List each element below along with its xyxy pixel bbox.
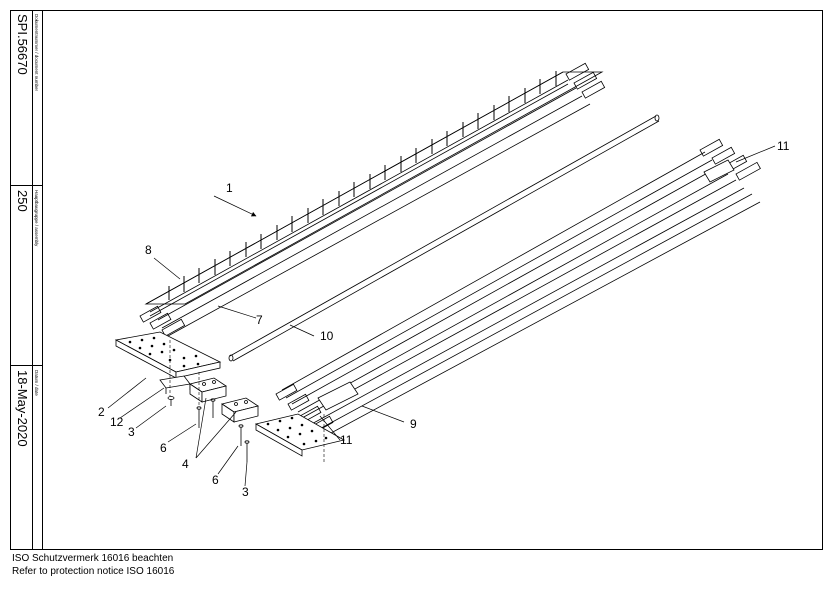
- callout-12: 12: [110, 415, 124, 429]
- title-block: SPI.56670 Dokumentnummer / document numb…: [10, 10, 43, 550]
- assembly-label: Hauptbaugruppe / assembly: [34, 190, 39, 247]
- callout-6-right: 6: [212, 473, 219, 487]
- connector-block-2: [221, 397, 259, 423]
- protection-notice-en: Refer to protection notice ISO 16016: [12, 566, 175, 577]
- callout-6-left: 6: [160, 441, 167, 455]
- assembly-cell: 250 Hauptbaugruppe / assembly: [10, 186, 43, 366]
- callout-4: 4: [182, 457, 189, 471]
- exploded-assembly-drawing: 1 8 7 10 9 11 11 2 12 3 6 4 6 3: [98, 62, 790, 499]
- date-label: Datum / date: [34, 370, 39, 396]
- callout-3-left: 3: [128, 425, 135, 439]
- callout-3-right: 3: [242, 485, 249, 499]
- centerlines: [169, 340, 325, 462]
- callout-1: 1: [226, 181, 233, 195]
- assembly-number: 250: [15, 190, 30, 212]
- callout-9: 9: [410, 417, 417, 431]
- drawing-frame: [10, 10, 823, 550]
- comb-bar-with-pins: [139, 62, 606, 337]
- date-cell: 18-May-2020 Datum / date: [10, 366, 43, 550]
- document-number: SPI.56670: [15, 14, 30, 75]
- callout-2: 2: [98, 405, 105, 419]
- document-number-label: Dokumentnummer / document number: [34, 14, 39, 92]
- long-rod: [228, 114, 660, 362]
- protection-notice-de: ISO Schutzvermerk 16016 beachten: [12, 553, 174, 564]
- screws: [167, 396, 250, 462]
- callout-8: 8: [145, 243, 152, 257]
- perforated-plate-left: [114, 331, 222, 379]
- leader-lines: [107, 145, 776, 487]
- lower-bar-assembly: [275, 138, 761, 441]
- connector-block-1: [189, 377, 227, 403]
- perforated-plate-right: [254, 413, 346, 457]
- callout-labels: 1 8 7 10 9 11 11 2 12 3 6 4 6 3: [98, 139, 790, 499]
- callout-7: 7: [256, 313, 263, 327]
- date-value: 18-May-2020: [15, 370, 30, 447]
- document-number-cell: SPI.56670 Dokumentnummer / document numb…: [10, 10, 43, 186]
- callout-10: 10: [320, 329, 334, 343]
- callout-11-bottom: 11: [340, 433, 353, 447]
- bracket: [159, 375, 191, 394]
- callout-11-top: 11: [777, 139, 790, 153]
